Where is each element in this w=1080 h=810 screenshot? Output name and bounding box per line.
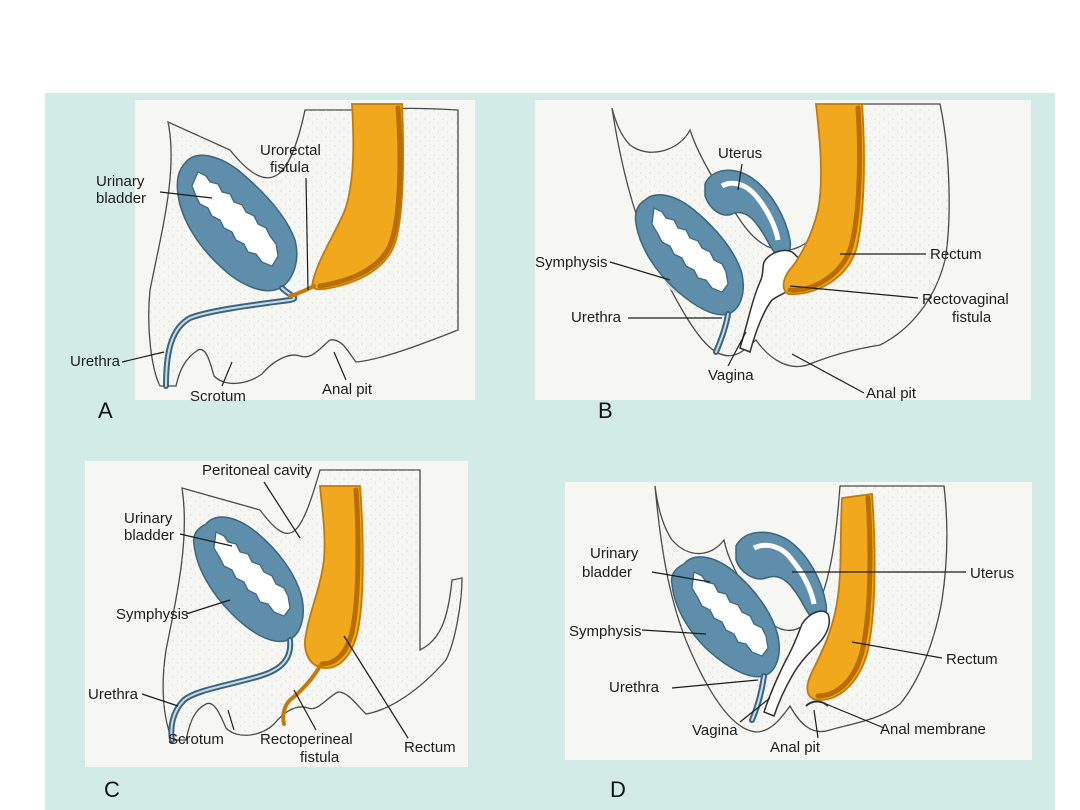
panel-b-rectum-mucosa: [787, 105, 863, 293]
panel-a-label-urorectal-fistula-line1: Urorectal: [260, 142, 321, 159]
panel-d-leader-symphysis: [641, 629, 707, 635]
panel-c-label-urinary-bladder-line1: Urinary: [124, 510, 173, 527]
panel-a-leader-urethra: [121, 351, 165, 363]
panel-d-leader-anal-pit: [813, 709, 819, 739]
panel-b-leader-rectovaginal-fistula: [789, 285, 919, 299]
panel-c-label-peritoneal-cavity: Peritoneal cavity: [202, 462, 313, 479]
panel-a-letter: A: [98, 398, 113, 423]
panel-b-letter: B: [598, 398, 613, 423]
panel-c-label-symphysis: Symphysis: [116, 606, 189, 623]
panel-d-leader-urethra: [671, 679, 759, 689]
panel-b-leader-anal-pit: [791, 353, 865, 394]
panel-a-rectum-mucosa: [317, 105, 403, 289]
panel-d-vagina: [763, 610, 830, 717]
panel-b-urethra-lumen: [715, 313, 729, 353]
panel-a-label-urorectal-fistula-line2: fistula: [270, 159, 310, 176]
panel-d-label-symphysis: Symphysis: [569, 623, 642, 640]
panel-b-label-rectum: Rectum: [930, 246, 982, 263]
panel-c-letter: C: [104, 777, 120, 802]
panel-a-label-urinary-bladder-line1: Urinary: [96, 173, 145, 190]
panel-b-leader-vagina: [727, 331, 747, 367]
panel-b: Uterus Symphysis Rectum Rectovaginal fis…: [535, 100, 1031, 423]
panel-a-leader-urorectal-fistula: [305, 177, 309, 291]
panel-d-label-anal-pit: Anal pit: [770, 739, 821, 756]
panel-d: Urinary bladder Uterus Symphysis Rectum …: [565, 482, 1032, 802]
panel-d-label-urinary-bladder-line1: Urinary: [590, 545, 639, 562]
panel-d-leader-rectum: [851, 641, 943, 659]
panel-b-leader-symphysis: [609, 261, 671, 281]
panel-c: Peritoneal cavity Urinary bladder Symphy…: [85, 461, 468, 802]
panel-d-leader-anal-membrane: [825, 703, 885, 729]
panel-d-label-urethra: Urethra: [609, 679, 660, 696]
panel-d-label-rectum: Rectum: [946, 651, 998, 668]
panel-b-label-rectovaginal-fistula-line1: Rectovaginal: [922, 291, 1009, 308]
panel-a-rectum: [311, 103, 405, 291]
panel-c-label-rectoperineal-fistula-line2: fistula: [300, 749, 340, 766]
panel-a-label-anal-pit: Anal pit: [322, 381, 373, 398]
panel-b-label-uterus: Uterus: [718, 145, 762, 162]
panel-b-leader-uterus: [737, 163, 743, 191]
panel-b-label-vagina: Vagina: [708, 367, 754, 384]
panel-a-label-scrotum: Scrotum: [190, 388, 246, 405]
panel-c-leader-rectoperineal-fistula: [293, 689, 317, 731]
panel-d-label-urinary-bladder-line2: bladder: [582, 564, 632, 581]
panel-d-leader-urinary-bladder: [651, 571, 711, 583]
panel-d-label-uterus: Uterus: [970, 565, 1014, 582]
panel-c-label-rectoperineal-fistula-line1: Rectoperineal: [260, 731, 353, 748]
panel-d-leader-vagina: [739, 697, 771, 723]
panel-a: Urinary bladder Urorectal fistula Urethr…: [70, 100, 475, 423]
panel-c-rectum-mucosa: [319, 487, 361, 667]
panel-b-label-symphysis: Symphysis: [535, 254, 608, 271]
panel-a-leader-anal-pit: [333, 351, 347, 381]
panel-d-bladder-lumen: [691, 571, 769, 657]
panel-b-uterine-cavity: [720, 180, 781, 241]
panel-a-label-urinary-bladder-line2: bladder: [96, 190, 146, 207]
panel-d-label-anal-membrane: Anal membrane: [880, 721, 986, 738]
panel-c-leader-urinary-bladder: [179, 533, 233, 547]
panel-a-bladder-lumen: [191, 171, 279, 267]
panel-c-leader-rectum: [343, 635, 409, 739]
panel-b-label-anal-pit: Anal pit: [866, 385, 917, 402]
panel-c-leader-urethra: [141, 693, 179, 707]
panel-c-leader-peritoneal-cavity: [263, 481, 301, 539]
panel-b-label-rectovaginal-fistula-line2: fistula: [952, 309, 992, 326]
panel-d-letter: D: [610, 777, 626, 802]
panel-c-leader-scrotum: [227, 709, 235, 731]
panel-c-rectum: [304, 485, 364, 669]
panel-c-leader-symphysis: [185, 599, 231, 615]
panel-c-label-urethra: Urethra: [88, 686, 139, 703]
panel-a-leader-scrotum: [221, 361, 233, 387]
panel-d-uterine-cavity: [752, 542, 817, 605]
panel-a-leader-urinary-bladder: [159, 191, 213, 199]
panel-d-urethra-lumen: [751, 675, 765, 721]
panel-d-label-vagina: Vagina: [692, 722, 738, 739]
panel-b-rectum: [782, 103, 865, 295]
panel-c-bladder-lumen: [213, 531, 291, 617]
panel-c-label-scrotum: Scrotum: [168, 731, 224, 748]
panel-c-label-urinary-bladder-line2: bladder: [124, 527, 174, 544]
panel-c-rectoperineal-fistula: [281, 664, 322, 726]
panel-c-label-rectum: Rectum: [404, 739, 456, 756]
panel-c-urethra-lumen: [170, 639, 292, 741]
panel-a-label-urethra: Urethra: [70, 353, 121, 370]
panel-a-urorectal-fistula: [288, 284, 316, 298]
panel-d-rectum: [806, 492, 876, 701]
panel-b-label-urethra: Urethra: [571, 309, 622, 326]
panel-b-bladder-lumen: [651, 207, 729, 293]
